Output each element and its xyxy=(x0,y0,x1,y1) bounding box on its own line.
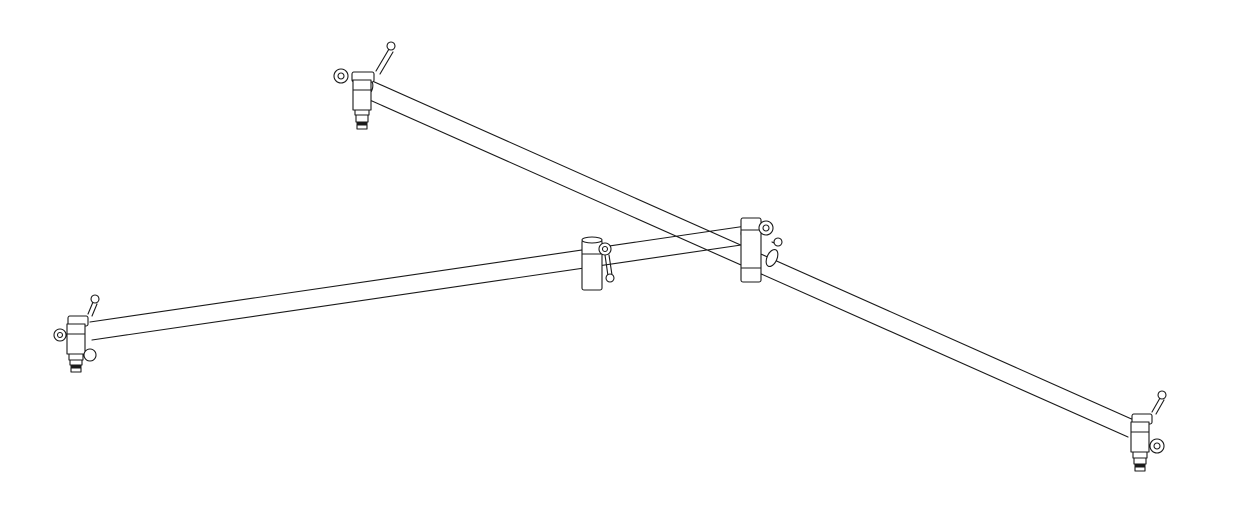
clamp-left xyxy=(53,294,100,373)
clamp-center-cross xyxy=(740,217,783,283)
tube-cross-bar xyxy=(89,225,752,341)
clamp-middle xyxy=(581,236,615,291)
clamp-bottom-right xyxy=(1130,390,1167,472)
clamp-top-left xyxy=(333,41,396,130)
